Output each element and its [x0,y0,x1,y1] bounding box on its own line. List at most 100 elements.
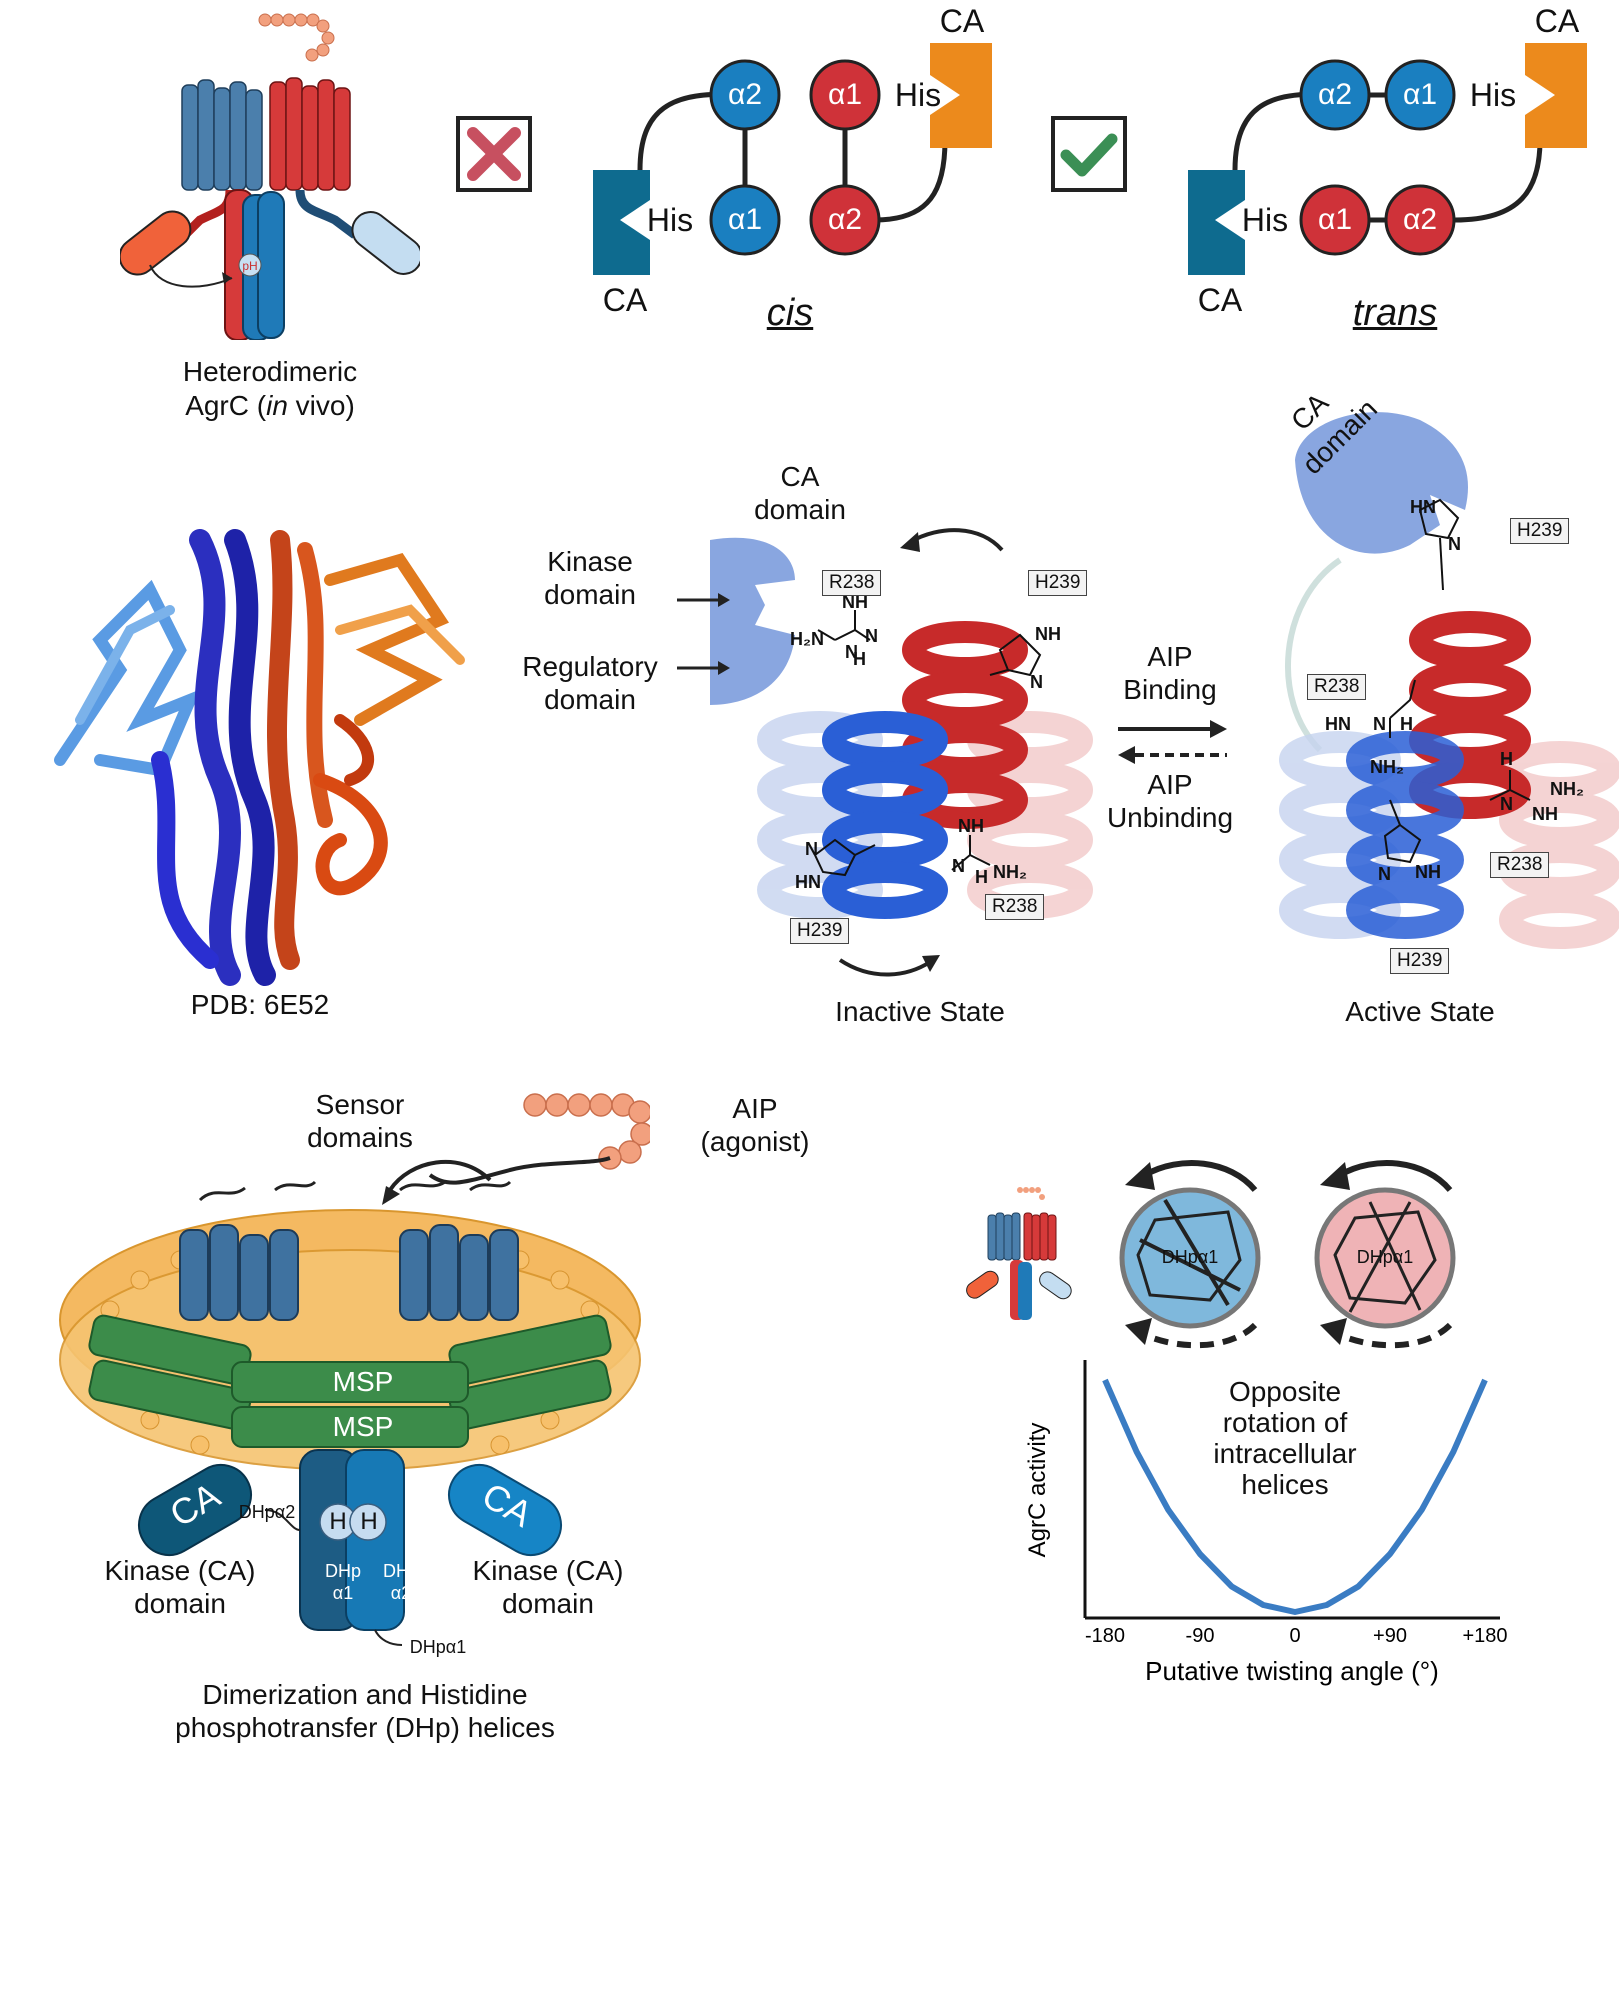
cis-alpha2-blue: α2 [727,78,763,111]
active-r238-right: R238 [1490,852,1550,878]
dhp-alpha2-2: α2 [390,1583,412,1603]
heterodimer-illustration: pH [118,13,423,341]
aip-unbinding-1: AIP [1147,769,1193,800]
active-r238-left: R238 [1307,674,1367,700]
dhp-caption-1: Dimerization and Histidine [202,1679,528,1710]
his-h-right: H [360,1508,378,1535]
svg-text:NH₂: NH₂ [993,862,1027,882]
inactive-h239-top: H239 [1028,570,1088,596]
pdb-structure-image [40,520,490,990]
caption-prefix: AgrC ( [185,390,267,421]
svg-text:N: N [1030,672,1043,692]
x-tick-label: 0 [1289,1625,1300,1647]
svg-text:N: N [845,642,858,662]
active-state-label: Active State [1345,996,1495,1027]
svg-text:H₂N: H₂N [790,629,824,649]
active-h239-top: H239 [1510,518,1570,544]
svg-text:N: N [1500,794,1513,814]
trans-ca-right: CA [1534,3,1580,39]
x-tick-label: +180 [1462,1625,1507,1647]
svg-text:NH₂: NH₂ [1550,779,1584,799]
rotation-text-2: rotation of [1222,1407,1348,1438]
msp-label-2: MSP [332,1411,394,1442]
dhp-a1-pointer: DHpα1 [409,1637,467,1657]
cis-ca-left: CA [602,282,648,318]
cis-his-left: His [646,202,694,238]
caption-italic: in [266,390,288,421]
svg-text:N: N [865,626,878,646]
wheel-label-red: DHpα1 [1356,1247,1414,1267]
x-tick-label: +90 [1373,1625,1407,1647]
aip-unbinding-2: Unbinding [1106,802,1234,833]
dhp-alpha1-1: DHp [324,1561,361,1581]
sensor-domains-2: domains [307,1122,413,1153]
svg-text:H: H [853,649,866,669]
trans-his-right: His [1469,77,1517,113]
trans-ca-left: CA [1197,282,1243,318]
blue-tm-helices [181,79,263,191]
aip-binding-1: AIP [1147,641,1193,672]
svg-text:NH: NH [1415,862,1441,882]
trans-alpha1-blue: α1 [1402,78,1438,111]
dhp-alpha1-2: α1 [332,1583,354,1603]
panel-a-caption-line2: AgrC (in vivo) [140,389,400,423]
his-h-left: H [329,1508,347,1535]
rotation-text-1: Opposite [1228,1376,1342,1407]
svg-text:H: H [1400,714,1413,734]
dhp-alpha2-1: DHp [382,1561,419,1581]
mini-agrc-icon [960,1185,1080,1325]
aip-binding-2: Binding [1123,674,1217,705]
svg-text:N: N [805,839,818,859]
svg-text:NH: NH [1035,624,1061,644]
dhp-a2-pointer: DHpα2 [238,1502,296,1522]
svg-text:H: H [975,867,988,887]
trans-label: trans [1352,292,1438,334]
wheel-label-blue: DHpα1 [1161,1247,1219,1267]
kinase-domain-label-1: Kinase [547,546,633,577]
cis-alpha1-red: α1 [827,78,863,111]
svg-text:HN: HN [795,872,821,892]
check-icon [1050,115,1128,193]
aip-agonist-1: AIP [732,1093,778,1124]
y-axis-label: AgrC activity [1024,1423,1051,1558]
ph-label: pH [242,259,257,273]
ca-domain-label-2: domain [754,494,846,525]
trans-alpha2-red: α2 [1402,203,1438,236]
svg-text:N: N [1448,534,1461,554]
sensor-domains-1: Sensor [315,1089,405,1120]
kinase-domain-label-2: domain [544,579,636,610]
trans-diagram [1175,0,1605,345]
svg-text:NH₂: NH₂ [1370,757,1404,777]
kinase-right-1: Kinase (CA) [472,1555,624,1586]
svg-text:N: N [1378,864,1391,884]
rotation-text-3: intracellular [1213,1438,1357,1469]
cross-icon [455,115,533,193]
svg-text:NH: NH [958,816,984,836]
trans-alpha2-blue: α2 [1317,78,1353,111]
domain-pointer-arrows [675,585,735,695]
ca-domain-label-1: CA [780,461,820,492]
dhp-caption-2: phosphotransfer (DHp) helices [175,1712,555,1743]
activity-curve [1102,1378,1488,1615]
inactive-state-label: Inactive State [835,996,1005,1027]
x-tick-label: -90 [1186,1625,1215,1647]
active-h239-bottom: H239 [1390,948,1450,974]
aip-agonist-2: (agonist) [700,1126,810,1157]
svg-text:H: H [1500,749,1513,769]
regulatory-domain-label-2: domain [544,684,636,715]
blue-ca-pill [351,211,423,275]
rotation-text-4: helices [1241,1469,1329,1500]
cis-alpha1-blue: α1 [727,203,763,236]
x-axis-label: Putative twisting angle (°) [1145,1656,1439,1686]
cis-diagram [580,0,1010,345]
kinase-left-2: domain [134,1588,226,1619]
panel-a-agrc-cartoon: pH [118,10,423,341]
aip-peptide-icon [258,13,335,62]
cis-alpha2-red: α2 [827,203,863,236]
regulatory-domain-label-1: Regulatory [522,651,658,682]
inactive-h239-bottom: H239 [790,918,850,944]
